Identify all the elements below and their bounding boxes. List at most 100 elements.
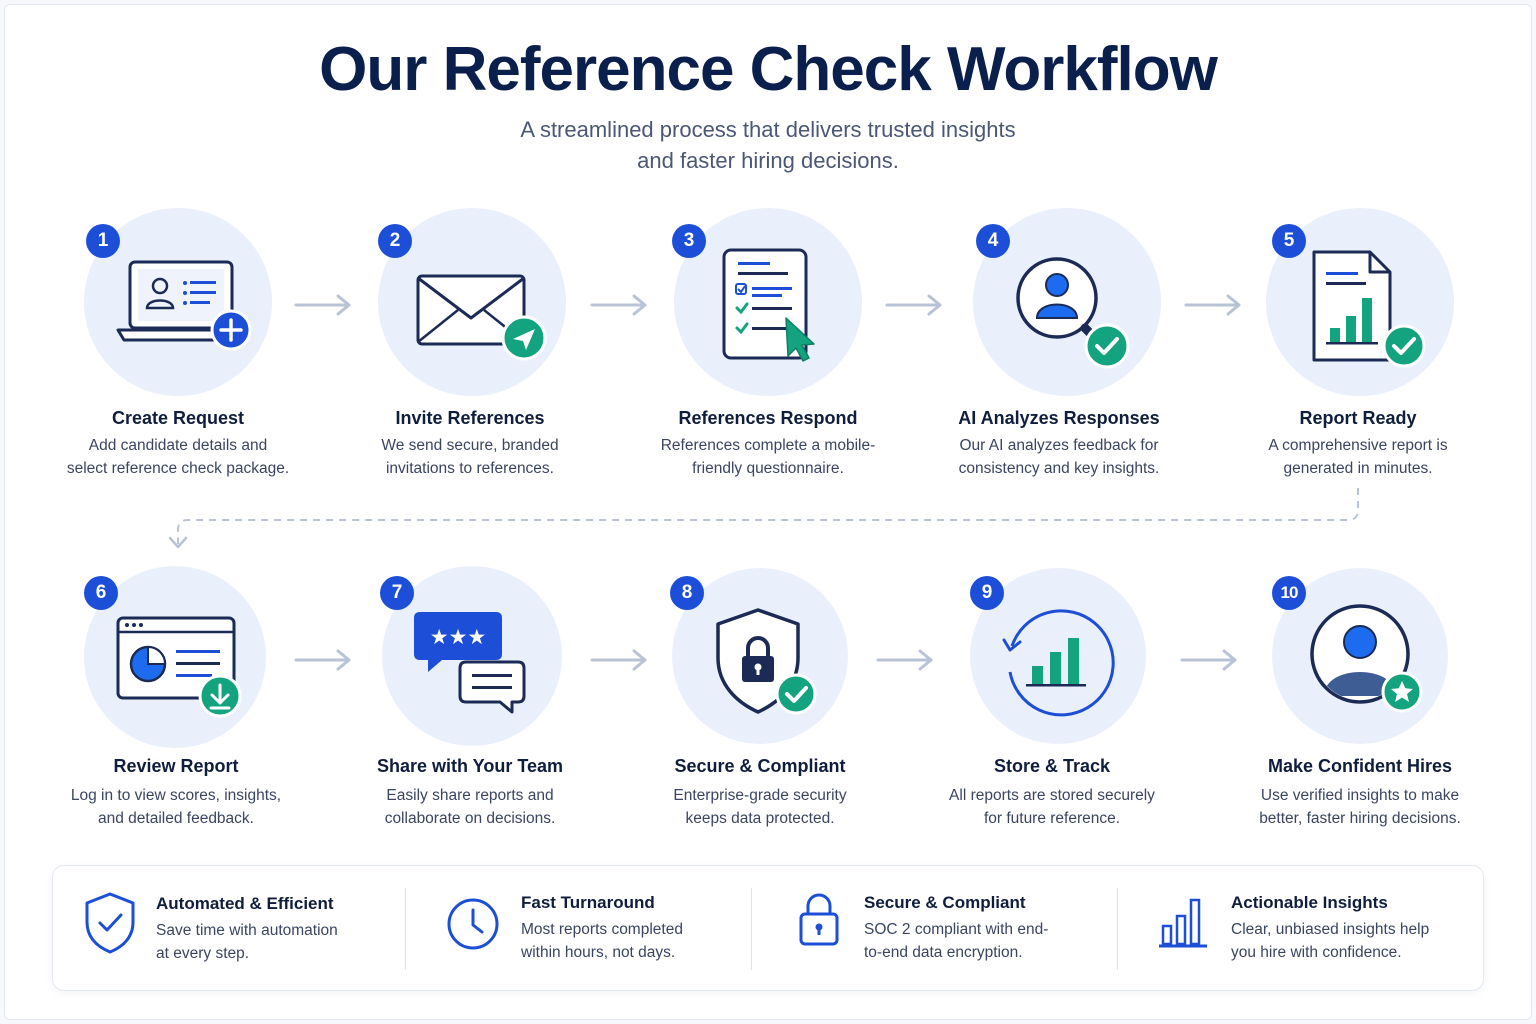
step-title: Report Ready <box>1299 408 1417 428</box>
envelope-send-icon <box>416 274 547 361</box>
benefit-description-line: Most reports completed <box>521 921 683 938</box>
benefit-description: Save time with automation at every step. <box>156 919 386 965</box>
benefit-divider <box>405 888 406 970</box>
benefit-title: Secure & Compliant <box>864 893 1026 912</box>
dashboard-download-icon <box>116 616 242 718</box>
step-description: Use verified insights to make better, fa… <box>1210 784 1510 830</box>
step-number-badge: 3 <box>672 224 706 258</box>
report-chart-check-icon <box>1312 250 1426 368</box>
step-description-line: consistency and key insights. <box>958 460 1160 477</box>
step-number-badge: 7 <box>380 576 414 610</box>
step-arrow-icon <box>590 294 647 316</box>
page-title: Our Reference Check Workflow <box>319 35 1218 104</box>
step-number-badge: 5 <box>1272 224 1306 258</box>
step-description-line: Use verified insights to make <box>1260 787 1460 804</box>
workflow-step-4: 4 AI Analyzes Responses Our AI analyzes … <box>909 208 1209 498</box>
step-description-line: A comprehensive report is <box>1268 437 1448 454</box>
user-star-icon <box>1310 604 1423 713</box>
step-arrow-icon <box>294 294 351 316</box>
workflow-step-2: 2 Invite References We send secure, bran… <box>320 208 620 498</box>
step-description: Easily share reports and collaborate on … <box>320 784 620 830</box>
page-subtitle: A streamlined process that delivers trus… <box>0 114 1536 176</box>
step-description-line: better, faster hiring decisions. <box>1259 810 1461 827</box>
step-title: Invite References <box>395 408 545 428</box>
workflow-step-9: 9 Store & Track All reports are stored s… <box>902 566 1202 856</box>
step-description-line: select reference check package. <box>66 460 290 477</box>
step-description: Add candidate details and select referen… <box>28 434 328 480</box>
step-number-badge: 8 <box>670 576 704 610</box>
step-title: Share with Your Team <box>376 756 564 776</box>
benefit-description: SOC 2 compliant with end- to-end data en… <box>864 918 1094 964</box>
step-description-line: generated in minutes. <box>1283 460 1433 477</box>
step-description-line: References complete a mobile- <box>660 437 876 454</box>
step-arrow-icon <box>1184 294 1241 316</box>
benefit-description-line: to-end data encryption. <box>864 944 1023 961</box>
step-description: Enterprise-grade security keeps data pro… <box>610 784 910 830</box>
benefit-description: Most reports completed within hours, not… <box>521 918 751 964</box>
step-number-badge: 6 <box>84 576 118 610</box>
workflow-step-8: 8 Secure & Compliant Enterprise-grade se… <box>610 566 910 856</box>
benefit-fast-turnaround: Fast Turnaround Most reports completed w… <box>445 866 765 992</box>
step-title: Review Report <box>113 756 239 776</box>
benefit-description: Clear, unbiased insights help you hire w… <box>1231 918 1461 964</box>
step-description: Log in to view scores, insights, and det… <box>26 784 326 830</box>
benefit-description-line: at every step. <box>156 945 250 962</box>
step-number-badge: 9 <box>970 576 1004 610</box>
benefit-automated: Automated & Efficient Save time with aut… <box>83 866 403 992</box>
step-arrow-icon <box>876 649 933 671</box>
step-title: Secure & Compliant <box>674 756 846 776</box>
benefit-secure-compliant: Secure & Compliant SOC 2 compliant with … <box>797 866 1117 992</box>
step-number-badge: 4 <box>976 224 1010 258</box>
benefit-description-line: you hire with confidence. <box>1231 944 1402 961</box>
step-description-line: Log in to view scores, insights, <box>70 787 282 804</box>
lock-icon <box>799 893 839 946</box>
step-number-badge: 2 <box>378 224 412 258</box>
benefit-divider <box>1117 888 1118 970</box>
step-description: We send secure, branded invitations to r… <box>320 434 620 480</box>
subtitle-line-2: and faster hiring decisions. <box>637 148 899 173</box>
svg-text:★★★: ★★★ <box>430 625 486 649</box>
step-title: AI Analyzes Responses <box>958 408 1160 428</box>
step-title: Store & Track <box>993 756 1111 776</box>
step-number-badge: 10 <box>1272 576 1306 610</box>
benefit-description-line: Save time with automation <box>156 922 338 939</box>
step-title: Make Confident Hires <box>1267 756 1453 776</box>
step-description-line: We send secure, branded <box>381 437 559 454</box>
step-title: References Respond <box>678 408 858 428</box>
step-description: A comprehensive report is generated in m… <box>1208 434 1508 480</box>
workflow-step-7: 7 ★★★ Share with Your Team Easily share … <box>320 566 620 856</box>
benefit-divider <box>751 888 752 970</box>
step-description: References complete a mobile- friendly q… <box>618 434 918 480</box>
step-description-line: Enterprise-grade security <box>673 787 847 804</box>
benefit-actionable-insights: Actionable Insights Clear, unbiased insi… <box>1157 866 1477 992</box>
benefit-title: Automated & Efficient <box>156 894 334 913</box>
step-arrow-icon <box>590 649 647 671</box>
step-description-line: for future reference. <box>983 810 1121 827</box>
magnifier-user-check-icon <box>1016 257 1130 369</box>
subtitle-line-1: A streamlined process that delivers trus… <box>520 117 1016 142</box>
workflow-step-10: 10 Make Confident Hires Use verified ins… <box>1210 566 1510 856</box>
step-description-line: Our AI analyzes feedback for <box>959 437 1159 454</box>
benefit-description-line: Clear, unbiased insights help <box>1231 921 1430 938</box>
clock-icon <box>447 898 499 950</box>
workflow-step-3: 3 References Respond References complete… <box>618 208 918 498</box>
workflow-step-1: 1 Create Request Add candidate details a… <box>28 208 328 498</box>
step-description-line: All reports are stored securely <box>949 787 1155 804</box>
benefit-description-line: SOC 2 compliant with end- <box>864 921 1049 938</box>
step-number-badge: 1 <box>86 224 120 258</box>
shield-lock-check-icon <box>716 608 817 715</box>
shield-check-icon <box>85 892 135 954</box>
workflow-step-5: 5 Report Ready A comprehensive report is… <box>1208 208 1508 498</box>
step-description-line: keeps data protected. <box>685 810 835 827</box>
history-chart-icon <box>1002 609 1115 717</box>
step-title: Create Request <box>111 408 245 428</box>
step-arrow-icon <box>294 649 351 671</box>
step-description-line: collaborate on decisions. <box>384 810 556 827</box>
step-description-line: and detailed feedback. <box>98 810 254 827</box>
step-description-line: Easily share reports and <box>386 787 554 804</box>
step-arrow-icon <box>1180 649 1237 671</box>
benefits-panel: Automated & Efficient Save time with aut… <box>52 865 1484 991</box>
step-description: Our AI analyzes feedback for consistency… <box>909 434 1209 480</box>
step-description-line: friendly questionnaire. <box>692 460 844 477</box>
bar-chart-icon <box>1159 898 1207 948</box>
